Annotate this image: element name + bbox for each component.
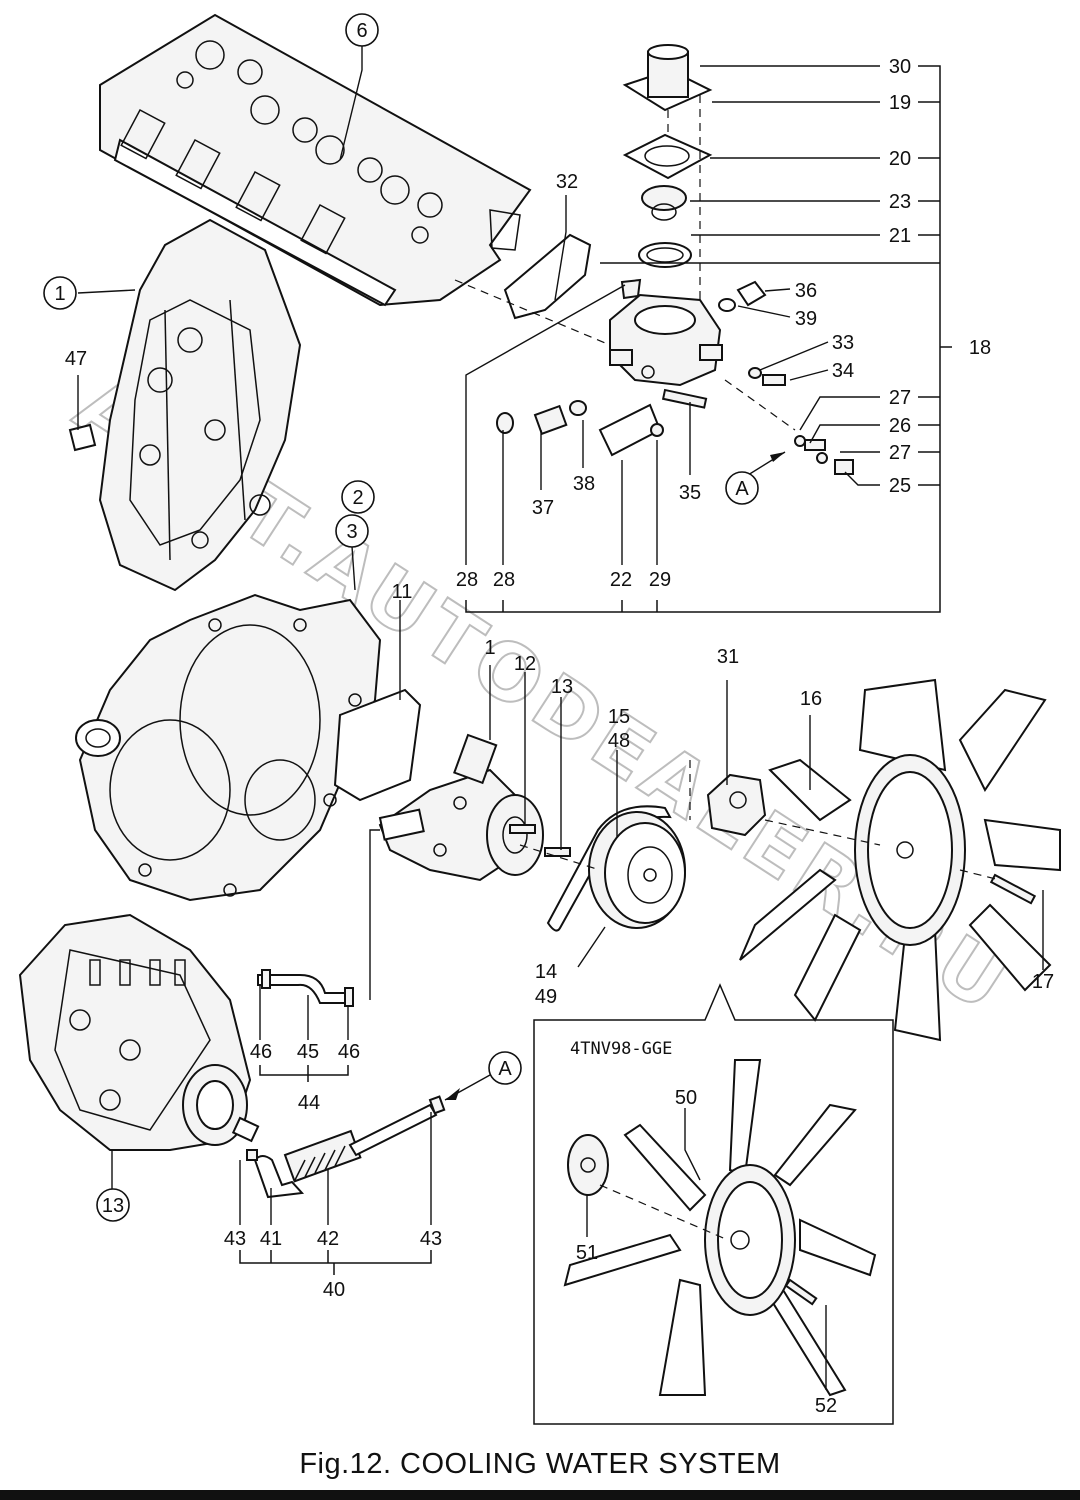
label-42: 42 xyxy=(317,1228,339,1250)
gear-case xyxy=(68,218,302,592)
label-22: 22 xyxy=(610,569,632,591)
label-15: 15 xyxy=(608,706,630,728)
label-23: 23 xyxy=(889,191,911,213)
brackets xyxy=(239,65,952,1275)
callout-13-circled: 13 xyxy=(96,1188,130,1222)
label-1: 1 xyxy=(484,637,495,659)
label-41: 41 xyxy=(260,1228,282,1250)
hose-40 xyxy=(246,1095,446,1199)
part-labels: 30 19 20 23 21 32 36 39 33 34 18 27 26 2… xyxy=(65,56,1054,1417)
label-14: 14 xyxy=(535,961,557,983)
gear-housing xyxy=(75,593,382,902)
label-36: 36 xyxy=(795,280,817,302)
gasket-11 xyxy=(333,688,422,802)
callout-ref-a-bottom: A xyxy=(488,1051,522,1085)
assembly-lines xyxy=(454,95,1001,881)
fan-spacer xyxy=(706,773,767,837)
label-27a: 27 xyxy=(889,387,911,409)
fan-bolt xyxy=(989,873,1037,905)
svg-text:6: 6 xyxy=(356,20,367,42)
svg-text:A: A xyxy=(735,478,749,500)
label-18: 18 xyxy=(969,337,991,359)
svg-text:1: 1 xyxy=(54,283,65,305)
label-26: 26 xyxy=(889,415,911,437)
label-37: 37 xyxy=(532,497,554,519)
label-48: 48 xyxy=(608,730,630,752)
hose-45 xyxy=(257,969,354,1007)
bottom-border xyxy=(0,1490,1080,1500)
label-51: 51 xyxy=(576,1242,598,1264)
svg-text:3: 3 xyxy=(346,521,357,543)
label-39: 39 xyxy=(795,308,817,330)
label-43b: 43 xyxy=(420,1228,442,1250)
label-19: 19 xyxy=(889,92,911,114)
label-20: 20 xyxy=(889,148,911,170)
label-29: 29 xyxy=(649,569,671,591)
label-43a: 43 xyxy=(224,1228,246,1250)
label-50: 50 xyxy=(675,1087,697,1109)
inset-panel: 4TNV98-GGE xyxy=(533,983,894,1425)
inset-model-label: 4TNV98-GGE xyxy=(570,1039,672,1059)
label-12: 12 xyxy=(514,653,536,675)
label-46b: 46 xyxy=(338,1041,360,1063)
label-33: 33 xyxy=(832,332,854,354)
label-16: 16 xyxy=(800,688,822,710)
leader-lines xyxy=(77,43,1044,1390)
label-27b: 27 xyxy=(889,442,911,464)
callout-1: 1 xyxy=(43,276,77,310)
label-28b: 28 xyxy=(493,569,515,591)
label-35: 35 xyxy=(679,482,701,504)
label-34: 34 xyxy=(832,360,854,382)
water-pump xyxy=(378,733,571,882)
label-44: 44 xyxy=(298,1092,320,1114)
callout-2: 2 xyxy=(341,480,375,514)
label-30: 30 xyxy=(889,56,911,78)
thermostat-stack xyxy=(496,44,854,475)
label-52: 52 xyxy=(815,1395,837,1417)
svg-text:A: A xyxy=(498,1058,512,1080)
label-28a: 28 xyxy=(456,569,478,591)
label-40: 40 xyxy=(323,1279,345,1301)
label-46a: 46 xyxy=(250,1041,272,1063)
fuel-injection-pump xyxy=(18,913,260,1151)
label-38: 38 xyxy=(573,473,595,495)
label-25: 25 xyxy=(889,475,911,497)
gasket-32 xyxy=(503,233,592,320)
label-31: 31 xyxy=(717,646,739,668)
callout-6: 6 xyxy=(345,13,379,47)
figure-caption: Fig.12. COOLING WATER SYSTEM xyxy=(299,1448,781,1480)
callout-3: 3 xyxy=(335,514,369,548)
label-45: 45 xyxy=(297,1041,319,1063)
label-47: 47 xyxy=(65,348,87,370)
label-32: 32 xyxy=(556,171,578,193)
svg-text:2: 2 xyxy=(352,487,363,509)
pulley xyxy=(588,811,686,929)
svg-text:13: 13 xyxy=(102,1195,124,1217)
label-17: 17 xyxy=(1032,971,1054,993)
label-13: 13 xyxy=(551,676,573,698)
label-11: 11 xyxy=(392,581,413,603)
label-21: 21 xyxy=(889,225,911,247)
cylinder-head xyxy=(99,13,532,307)
callout-ref-a-top: A xyxy=(725,471,759,505)
label-49: 49 xyxy=(535,986,557,1008)
